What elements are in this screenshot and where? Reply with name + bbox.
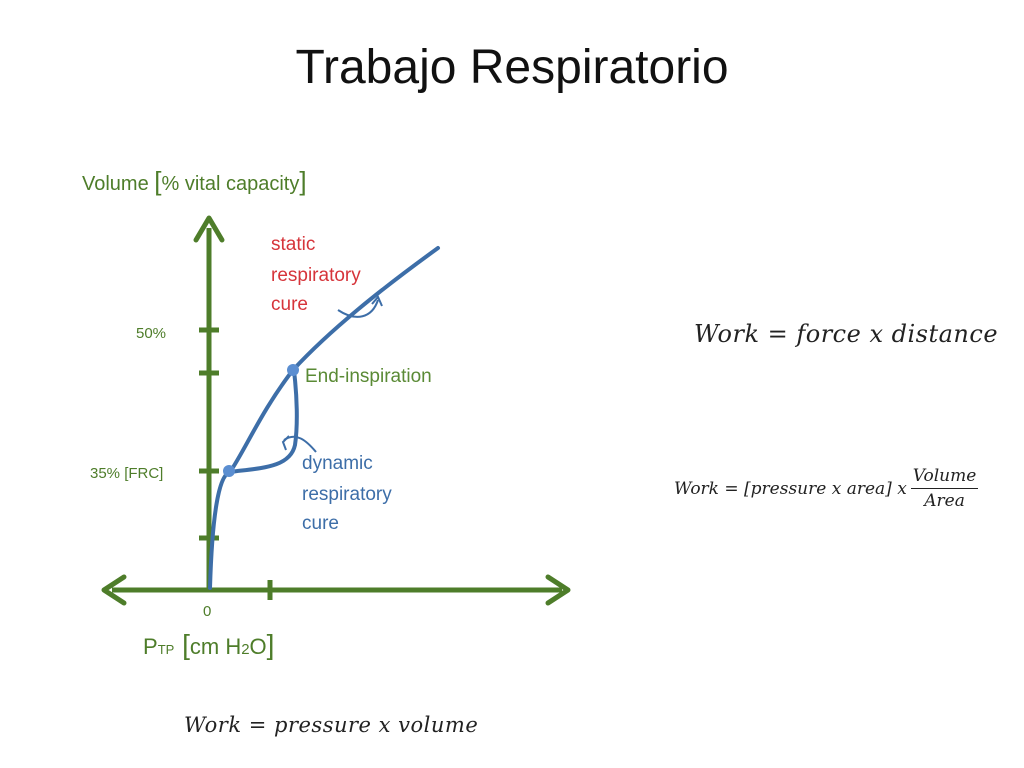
end-inspiration-label: End-inspiration xyxy=(305,366,432,387)
y-tick-label-50: 50% xyxy=(136,325,166,342)
static-pointer-arrow xyxy=(337,299,379,318)
y-axis-arrowhead xyxy=(193,215,225,243)
end-inspiration-point xyxy=(287,364,299,376)
static-curve-label: static respiratory cure xyxy=(271,234,366,315)
y-axis-label: Volume [% vital capacity] xyxy=(82,166,307,196)
dynamic-pointer-arrow xyxy=(283,435,317,453)
equation-work-pressure-area: Work = [pressure x area] x Volume Area xyxy=(674,466,979,511)
dynamic-curve xyxy=(228,369,299,474)
equation-left: Work = [pressure x area] x xyxy=(674,478,907,499)
equation-fraction: Volume Area xyxy=(910,466,979,511)
x-axis-arrowhead-left xyxy=(101,574,127,606)
equation-work-force-distance: Work = force x distance xyxy=(694,320,999,348)
fraction-denominator: Area xyxy=(924,491,965,511)
dynamic-pointer-arrowhead xyxy=(281,435,290,451)
y-tick-label-35: 35% [FRC] xyxy=(90,465,163,482)
dynamic-curve-label: dynamic respiratory cure xyxy=(302,453,397,534)
x-axis-label: PTP [cm H2O] xyxy=(143,629,274,660)
x-zero-label: 0 xyxy=(203,603,211,620)
fraction-numerator: Volume xyxy=(910,466,979,489)
frc-point xyxy=(223,465,235,477)
static-pointer-arrowhead xyxy=(371,295,383,307)
slide-title: Trabajo Respiratorio xyxy=(295,41,729,94)
static-curve xyxy=(208,246,440,590)
equation-work-pressure-volume: Work = pressure x volume xyxy=(184,713,479,737)
x-axis-arrowhead-right xyxy=(545,574,571,606)
